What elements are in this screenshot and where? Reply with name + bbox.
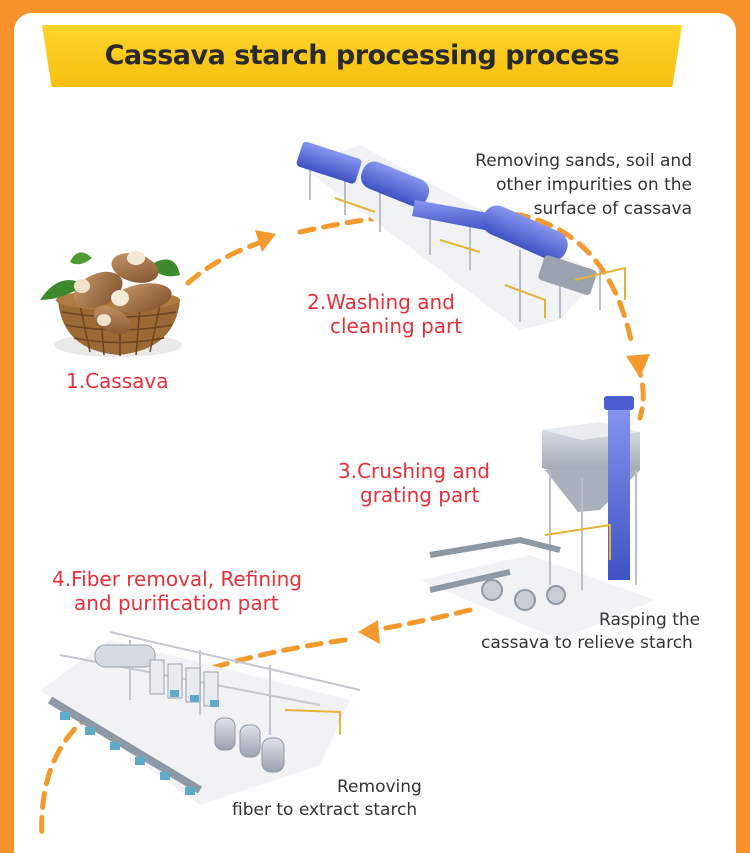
arrow-head-1 [255,230,276,252]
step-4-description-line-1: Removing [337,777,422,797]
step-3-description-line-2: cassava to relieve starch [481,633,693,653]
arrow-path-1-2 [185,237,271,286]
crushing-machine-image [420,396,655,640]
cassava-basket-image [40,251,182,357]
page-title: Cassava starch processing process [104,40,620,71]
arrow-path-3-4 [372,607,473,633]
arrow-head-2 [626,354,650,378]
step-2-label-line-1: 2.Washing and [307,290,455,314]
washing-machine-image [296,141,626,330]
step-4-label-line-1: 4.Fiber removal, Refining [52,567,302,591]
step-4-label-line-2: and purification part [74,591,279,615]
step-1-label: 1.Cassava [66,369,169,393]
refining-machine-image [40,631,361,805]
step-2-description-line-3: surface of cassava [533,199,692,219]
arrow-heads [255,230,650,644]
arrow-head-3 [358,620,380,644]
step-2-description-line-2: other impurities on the [496,175,692,195]
title-banner [42,25,682,87]
step-3-label-line-2: grating part [360,483,480,507]
step-4-description-line-2: fiber to extract starch [232,800,418,820]
step-3-description-line-1: Rasping the [599,610,701,630]
step-2-description-line-1: Removing sands, soil and [475,151,692,171]
step-2-label-line-2: cleaning part [330,314,463,338]
step-3-label-line-1: 3.Crushing and [338,459,490,483]
